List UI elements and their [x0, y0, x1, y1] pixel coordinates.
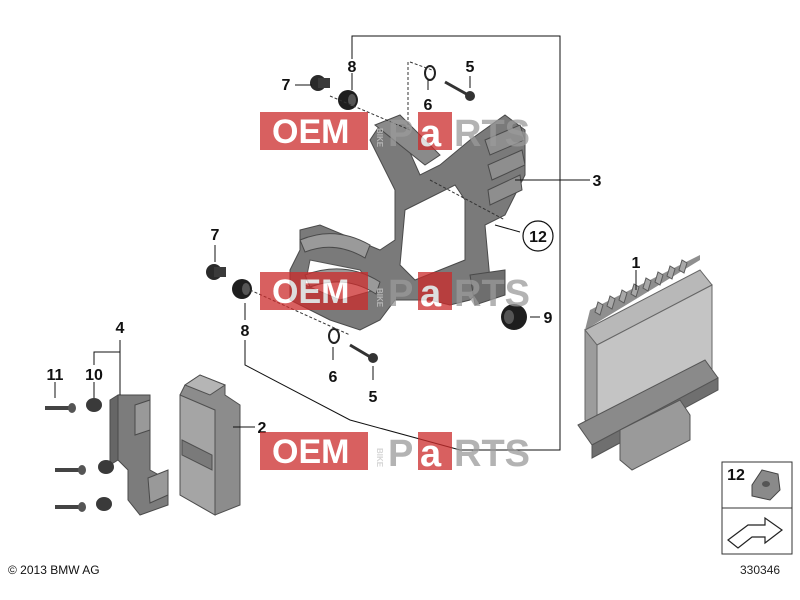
watermark-p: P: [388, 273, 413, 315]
screw-top: [444, 80, 475, 101]
watermark-rts: RTS: [454, 113, 530, 155]
bush-lower: [206, 264, 226, 280]
watermark-top: OEM BIKE P a RTS: [260, 112, 530, 155]
control-unit: [577, 255, 719, 471]
watermark-bottom: OEM BIKE P a RTS: [260, 432, 530, 475]
bolt-3: [55, 502, 86, 512]
watermark-rts: RTS: [454, 433, 530, 475]
washer-top: [424, 65, 436, 81]
screw-lower: [349, 343, 378, 363]
callout-12-circle: [522, 220, 554, 252]
watermark-oem: OEM: [272, 113, 349, 151]
callout-11: 11: [47, 367, 64, 384]
callout-6-lower: 6: [329, 369, 338, 386]
callout-5-top: 5: [466, 59, 475, 76]
watermark-oem: OEM: [272, 273, 349, 311]
copyright-text: © 2013 BMW AG: [8, 563, 100, 577]
callout-7-top: 7: [282, 77, 291, 94]
callout-1: 1: [632, 255, 641, 272]
leader-lines: [54, 35, 637, 451]
grommet-right: [501, 304, 527, 330]
watermark-middle: OEM BIKE P a RTS: [260, 272, 530, 315]
callout-8-top: 8: [348, 59, 357, 76]
callout-12: 12: [529, 229, 547, 246]
small-module: [179, 374, 241, 516]
callout-7-lower: 7: [211, 227, 220, 244]
callout-9: 9: [544, 310, 553, 327]
nut-3: [96, 497, 112, 511]
watermark-p: P: [388, 433, 413, 475]
watermark-bike: BIKE: [375, 288, 384, 308]
watermark-p: P: [388, 113, 413, 155]
bolt-1: [45, 403, 76, 413]
callout-8-lower: 8: [241, 323, 250, 340]
inset-box: 12: [721, 461, 793, 555]
assembly-axes: [249, 61, 506, 336]
arrow-icon: [727, 516, 784, 549]
watermark-oem: OEM: [272, 433, 349, 471]
bush-top: [310, 75, 330, 91]
inset-callout-12: 12: [727, 467, 745, 484]
callout-4: 4: [116, 320, 125, 337]
watermark-a: a: [420, 273, 442, 315]
washer-lower: [328, 328, 340, 344]
nut-1: [86, 398, 102, 412]
callout-2: 2: [258, 420, 267, 437]
side-bracket: [109, 394, 169, 516]
watermark-rts: RTS: [454, 273, 530, 315]
spring-nut-icon: [751, 469, 781, 501]
grommet-top: [338, 90, 358, 110]
watermark-bike: BIKE: [375, 128, 384, 148]
nut-2: [98, 460, 114, 474]
watermark-bike: BIKE: [375, 448, 384, 468]
document-number: 330346: [740, 563, 780, 577]
callout-3: 3: [593, 173, 602, 190]
callout-10: 10: [85, 367, 103, 384]
callout-5-lower: 5: [369, 389, 378, 406]
callout-6-top: 6: [424, 97, 433, 114]
grommet-lower: [232, 279, 252, 299]
bolt-2: [55, 465, 86, 475]
watermark-a: a: [420, 113, 442, 155]
watermark-a: a: [420, 433, 442, 475]
callout-labels: 8 7 6 5 3 12 7 8 9 6 5 1 2 4 10 11: [47, 59, 641, 437]
